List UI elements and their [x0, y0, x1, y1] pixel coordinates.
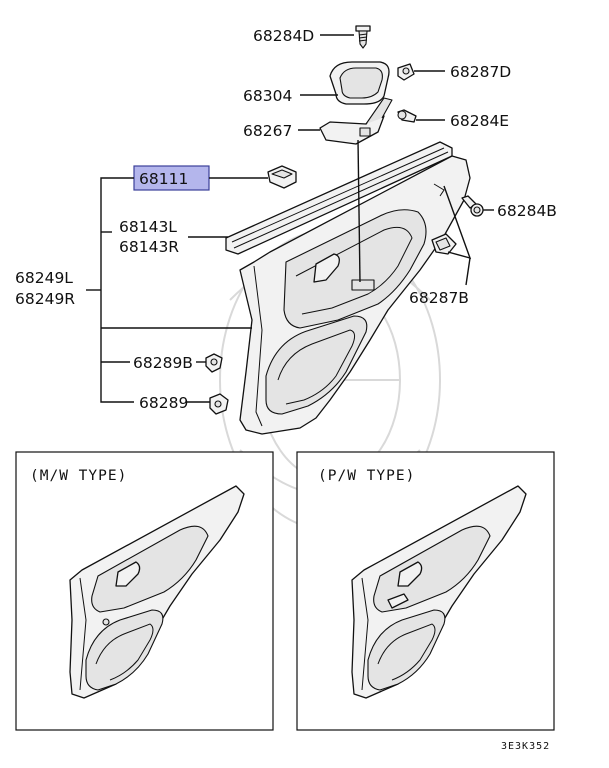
inset-pw-type: (P/W TYPE) [296, 451, 555, 731]
label-68143L: 68143L [119, 218, 177, 236]
clip-68287B[interactable] [431, 233, 457, 255]
label-68289: 68289 [139, 394, 188, 412]
clip-68289[interactable] [209, 393, 229, 415]
label-68284D: 68284D [253, 27, 314, 45]
handle-cup-68304[interactable] [329, 61, 390, 105]
bracket-68267[interactable] [319, 97, 393, 145]
label-68287B: 68287B [409, 289, 469, 307]
label-68267: 68267 [243, 122, 292, 140]
diagram-code: 3E3K352 [501, 741, 550, 752]
label-68111: 68111 [139, 170, 188, 188]
inset-pw-title: (P/W TYPE) [318, 468, 415, 484]
clip-68287D[interactable] [397, 63, 415, 81]
screw-68284D[interactable] [355, 25, 371, 49]
label-68304: 68304 [243, 87, 292, 105]
door-trim-panel[interactable] [225, 141, 471, 435]
label-68249R: 68249R [15, 290, 75, 308]
bolt-68284B[interactable] [461, 195, 484, 217]
inset-mw-title: (M/W TYPE) [30, 468, 127, 484]
label-68284E: 68284E [450, 112, 509, 130]
label-68249L: 68249L [15, 269, 73, 287]
screw-68284E[interactable] [397, 109, 417, 123]
door-trim-pw [351, 485, 527, 699]
label-68284B: 68284B [497, 202, 557, 220]
label-68143R: 68143R [119, 238, 179, 256]
label-68289B: 68289B [133, 354, 193, 372]
inset-mw-type: (M/W TYPE) [15, 451, 274, 731]
clip-68289B[interactable] [205, 353, 223, 373]
clip-68111[interactable] [267, 165, 297, 189]
label-68287D: 68287D [450, 63, 511, 81]
door-trim-mw [69, 485, 245, 699]
